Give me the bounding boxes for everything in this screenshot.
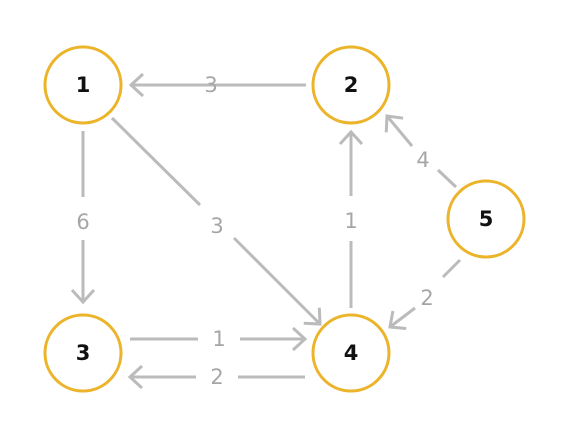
edge-1-to-3: 6 (70, 131, 96, 305)
node-label: 5 (479, 207, 494, 231)
edge-3-to-4: 1 (130, 326, 308, 352)
edge-weight-label: 1 (344, 209, 357, 233)
edge-weight-label: 3 (210, 214, 223, 238)
edge-line-segment (385, 115, 414, 147)
arrowhead-icon (128, 72, 145, 98)
edge-weight-label: 2 (420, 286, 433, 310)
edge-weight-label: 6 (76, 210, 89, 234)
node-5: 5 (446, 179, 526, 259)
node-label: 4 (344, 341, 359, 365)
edge-weight-label: 4 (416, 148, 429, 172)
arrowhead-icon (70, 288, 96, 305)
node-4: 4 (311, 313, 391, 393)
edge-line-segment (389, 306, 416, 329)
node-circle (311, 313, 391, 393)
arrowhead-icon (303, 307, 322, 326)
node-circle (43, 45, 123, 125)
node-2: 2 (311, 45, 391, 125)
arrowhead-icon (127, 364, 144, 390)
edge-2-to-1: 3 (128, 72, 306, 98)
node-1: 1 (43, 45, 123, 125)
node-circle (43, 313, 123, 393)
node-label: 2 (344, 73, 359, 97)
edge-4-to-2: 1 (338, 129, 364, 308)
node-label: 3 (76, 341, 91, 365)
arrowhead-icon (388, 310, 407, 330)
edge-weight-label: 1 (212, 327, 225, 351)
edges-layer: 3 6 3 1 4 2 1 2 (70, 72, 462, 390)
node-circle (446, 179, 526, 259)
node-3: 3 (43, 313, 123, 393)
edge-5-to-2: 4 (384, 114, 458, 189)
edge-line-segment (110, 116, 202, 207)
node-label: 1 (76, 73, 91, 97)
nodes-layer: 1 2 3 4 5 (43, 45, 526, 393)
arrowhead-icon (291, 326, 308, 352)
edge-4-to-3: 2 (127, 364, 305, 390)
edge-line-segment (436, 168, 458, 189)
node-circle (311, 45, 391, 125)
edge-weight-label: 3 (204, 73, 217, 97)
edge-1-to-4: 3 (110, 116, 322, 326)
arrowhead-icon (338, 129, 364, 146)
edge-line-segment (232, 236, 322, 326)
arrowhead-icon (384, 114, 404, 133)
edge-5-to-4: 2 (388, 258, 462, 330)
edge-line-segment (441, 258, 462, 279)
edge-weight-label: 2 (210, 365, 223, 389)
